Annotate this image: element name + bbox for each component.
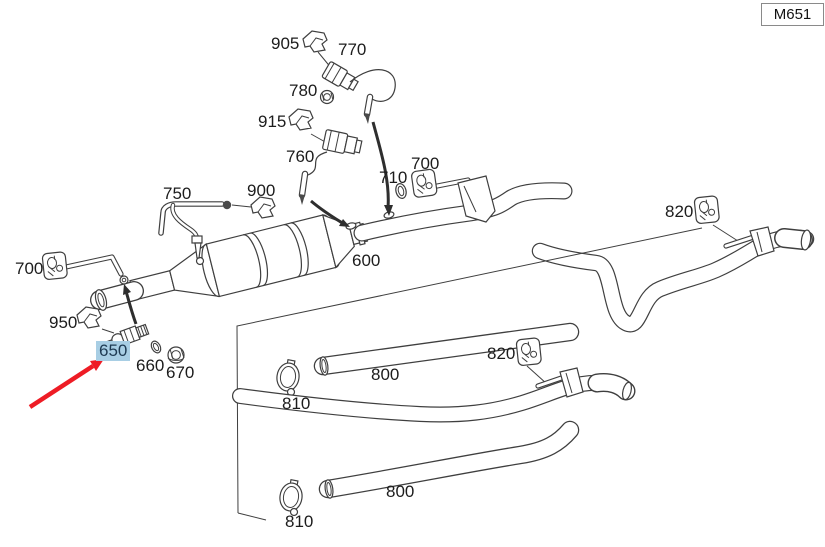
tail-pipe-lower <box>240 381 633 414</box>
nut-780 <box>319 89 335 105</box>
part-label-700-right[interactable]: 700 <box>411 154 440 173</box>
o-ring-660 <box>150 340 162 354</box>
leader-950 <box>101 328 115 334</box>
part-label-600[interactable]: 600 <box>352 251 381 270</box>
part-label-800-upper[interactable]: 800 <box>371 365 400 384</box>
sensor-boss-760 <box>345 222 357 230</box>
clip-915 <box>288 108 314 131</box>
leader-arrow-650 <box>123 284 138 325</box>
clip-900 <box>250 196 276 219</box>
part-label-760[interactable]: 760 <box>286 147 315 166</box>
pressure-line-750 <box>161 200 252 259</box>
hanger-rod-820-top <box>712 224 775 257</box>
panel-outline <box>236 227 703 521</box>
sensor-boss-750 <box>195 256 205 266</box>
hanger-rod-820-lower <box>526 365 584 398</box>
gasket-ring-710 <box>395 183 407 199</box>
rubber-mount-700-right <box>410 168 438 199</box>
part-label-650[interactable]: 650 <box>96 341 131 361</box>
part-label-700-left[interactable]: 700 <box>15 259 44 278</box>
part-label-750[interactable]: 750 <box>163 184 192 203</box>
hanger-rod-front-left <box>66 257 121 274</box>
clamp-810-upper <box>274 359 302 397</box>
part-label-900[interactable]: 900 <box>247 181 276 200</box>
part-label-915[interactable]: 915 <box>258 112 287 131</box>
clip-905 <box>302 30 328 53</box>
pipe-800-upper <box>319 332 570 376</box>
part-label-810-lower[interactable]: 810 <box>285 512 314 531</box>
part-label-950[interactable]: 950 <box>49 313 78 332</box>
leader-arrow-710 <box>371 121 393 216</box>
part-label-800-lower[interactable]: 800 <box>386 482 415 501</box>
model-code: M651 <box>773 6 812 23</box>
rubber-mount-820-top <box>693 194 721 225</box>
nut-670 <box>167 346 185 364</box>
part-label-905[interactable]: 905 <box>271 34 300 53</box>
part-label-670[interactable]: 670 <box>166 363 195 382</box>
rubber-mount-820-lower <box>515 336 543 367</box>
clamp-810-lower <box>277 479 305 517</box>
part-label-660[interactable]: 660 <box>136 356 165 375</box>
part-label-810-upper[interactable]: 810 <box>282 394 311 413</box>
part-label-770[interactable]: 770 <box>338 40 367 59</box>
model-code-box: M651 <box>761 3 824 26</box>
o2-sensor-760 <box>299 129 363 205</box>
rubber-mount-700-left <box>41 250 69 281</box>
clip-950 <box>76 306 102 329</box>
part-label-820-top[interactable]: 820 <box>665 202 694 221</box>
inlet-pipe <box>93 289 134 311</box>
annotation-arrow <box>28 359 104 409</box>
part-label-820-lower[interactable]: 820 <box>487 344 516 363</box>
part-label-710[interactable]: 710 <box>379 168 408 187</box>
o2-sensor-770 <box>317 51 396 124</box>
pipe-800-lower <box>324 430 570 499</box>
hanger-bracket-right <box>432 175 496 223</box>
leader-arrow-760 <box>310 199 350 227</box>
part-label-780[interactable]: 780 <box>289 81 318 100</box>
sensor-boss-650 <box>119 275 129 285</box>
rear-pipe <box>540 229 812 324</box>
